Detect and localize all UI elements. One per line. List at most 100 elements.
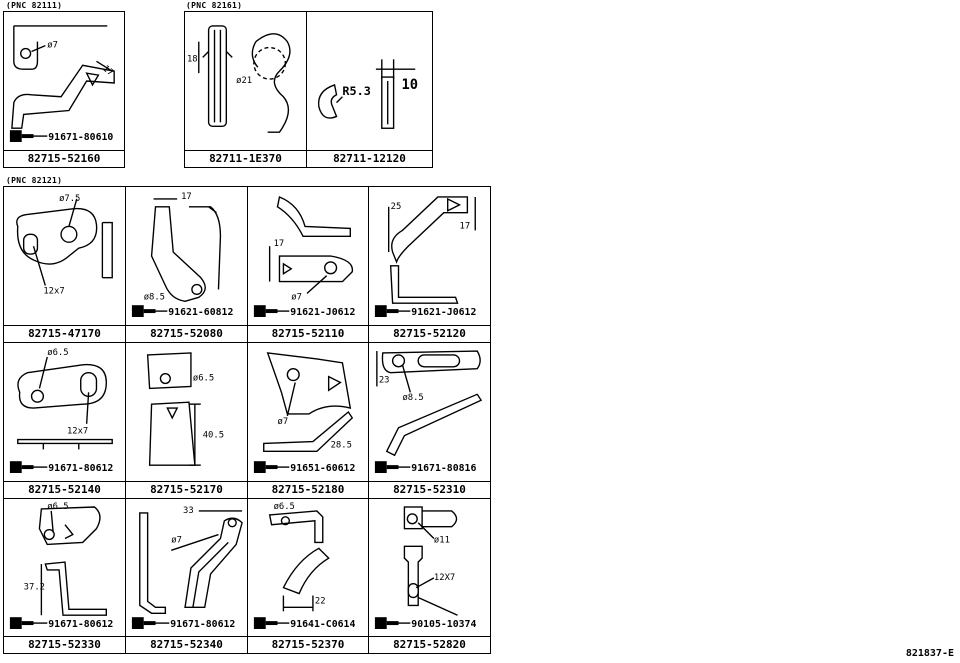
dimension-label: 12x7 (67, 427, 88, 437)
bolt-part-number: 91621-60812 (168, 307, 233, 318)
bracket-drawing: 23 ø8.5 91671-80816 (374, 350, 483, 474)
bolt-part-number: 91651-60612 (290, 463, 355, 474)
bolt-part-number: 91621-J0612 (411, 307, 476, 318)
dimension-label: 10 (401, 77, 418, 93)
dimension-label: ø6.5 (193, 374, 214, 384)
part-number: 82715-52820 (369, 636, 490, 653)
bracket-drawing: 25 17 91621-J0612 (374, 196, 476, 318)
part-number: 82711-12120 (307, 150, 432, 167)
bolt-icon (131, 305, 156, 317)
dimension-label: 17 (460, 221, 471, 231)
part-cell[interactable]: 17 ø7 91621-J0612 82715-52110 (247, 186, 369, 343)
dimension-label: R5.3 (342, 84, 370, 98)
bolt-part-number: 91671-80612 (48, 619, 113, 630)
dimension-label: ø6.5 (274, 502, 295, 512)
bolt-part-number: 91671-80610 (48, 132, 113, 143)
part-number: 82715-52370 (248, 636, 368, 653)
dimension-label: ø7 (171, 535, 182, 545)
bracket-drawing: ø7 28.5 91651-60612 (253, 352, 355, 474)
bolt-icon (253, 461, 278, 473)
part-cell[interactable]: 23 ø8.5 91671-80816 82715-52310 (368, 342, 491, 499)
bolt-icon (374, 617, 399, 629)
clamp-drawing: 18 ø21 (187, 25, 291, 133)
dimension-label: 23 (379, 375, 390, 385)
part-cell[interactable]: 17 ø8.5 91621-60812 82715-52080 (125, 186, 248, 343)
part-cell[interactable]: ø6.5 12x7 91671-80612 82715-52140 (3, 342, 126, 499)
dimension-label: ø8.5 (402, 393, 423, 403)
bolt-icon (131, 617, 156, 629)
dimension-label: ø7 (278, 417, 289, 427)
bolt-icon (374, 305, 399, 317)
bolt-part-number: 91671-80612 (170, 619, 235, 630)
bracket-drawing: ø6.5 37.2 91671-80612 (9, 502, 113, 630)
dimension-label: 17 (100, 64, 115, 79)
dimension-label: 37.2 (24, 583, 45, 593)
dimension-label: 22 (315, 596, 326, 606)
part-number: 82715-52110 (248, 325, 368, 342)
part-cell[interactable]: ø6.5 22 91641-C0614 82715-52370 (247, 498, 369, 654)
bolt-part-number: 91671-80612 (48, 463, 113, 474)
bolt-icon (9, 461, 34, 473)
part-number: 82715-52160 (4, 150, 124, 167)
bolt-icon (253, 305, 278, 317)
clip-drawing: R5.3 10 (317, 59, 418, 129)
figure-reference: 821837-E (905, 648, 954, 659)
part-cell[interactable]: ø11 12X7 90105-10374 82715-52820 (368, 498, 491, 654)
part-cell[interactable]: ø6.5 37.2 91671-80612 82715-52330 (3, 498, 126, 654)
dimension-label: ø11 (434, 535, 450, 545)
dimension-label: 25 (391, 202, 402, 212)
part-number: 82715-52080 (126, 325, 247, 342)
bracket-drawing: 17 ø8.5 91621-60812 (131, 192, 233, 318)
part-number: 82715-52330 (4, 636, 125, 653)
part-number: 82711-1E370 (185, 150, 306, 167)
part-number: 82715-52120 (369, 325, 490, 342)
bracket-drawing: 33 ø7 91671-80612 (131, 506, 243, 630)
bracket-drawing: ø7.5 12x7 (16, 194, 113, 296)
dimension-label: ø7.5 (59, 194, 80, 204)
dimension-label: ø21 (236, 76, 252, 86)
section-label-82121: (PNC 82121) (6, 176, 63, 185)
part-number: 82715-47170 (4, 325, 125, 342)
part-cell[interactable]: ø6.5 40.5 82715-52170 (125, 342, 248, 499)
dimension-label: 17 (274, 239, 285, 249)
dimension-label: 18 (187, 54, 198, 64)
dimension-label: 12X7 (434, 573, 455, 583)
bolt-part-number: 91671-80816 (411, 463, 476, 474)
dimension-label: ø6.5 (47, 502, 68, 512)
bracket-drawing: ø7 17 91671-80610 (9, 25, 115, 143)
dimension-label: 28.5 (331, 440, 352, 450)
section-label-82111: (PNC 82111) (6, 1, 63, 10)
part-number: 82715-52140 (4, 481, 125, 498)
dimension-label: ø7 (291, 292, 302, 302)
part-cell[interactable]: 33 ø7 91671-80612 82715-52340 (125, 498, 248, 654)
part-cell[interactable]: ø7.5 12x7 82715-47170 (3, 186, 126, 343)
bracket-drawing: ø11 12X7 90105-10374 (374, 506, 476, 630)
bolt-part-number: 90105-10374 (411, 619, 476, 630)
part-cell[interactable]: ø7 17 91671-80610 82715-52160 (3, 11, 125, 168)
part-cell[interactable]: R5.3 10 82711-12120 (306, 11, 433, 168)
dimension-label: ø6.5 (47, 348, 68, 358)
section-label-82161: (PNC 82161) (186, 1, 243, 10)
bolt-part-number: 91641-C0614 (290, 619, 355, 630)
dimension-label: 17 (181, 192, 192, 202)
part-cell[interactable]: ø7 28.5 91651-60612 82715-52180 (247, 342, 369, 499)
part-number: 82715-52180 (248, 481, 368, 498)
bracket-drawing: ø6.5 22 91641-C0614 (253, 502, 355, 630)
part-number: 82715-52340 (126, 636, 247, 653)
dimension-label: 40.5 (203, 431, 224, 441)
dimension-label: ø7 (47, 41, 58, 51)
bolt-icon (9, 617, 34, 629)
bracket-drawing: ø6.5 12x7 91671-80612 (9, 348, 113, 474)
bracket-drawing: 17 ø7 91621-J0612 (253, 196, 355, 318)
part-cell[interactable]: 18 ø21 82711-1E370 (184, 11, 307, 168)
dimension-label: 33 (183, 506, 194, 516)
part-number: 82715-52170 (126, 481, 247, 498)
bracket-drawing: ø6.5 40.5 (146, 352, 224, 466)
bolt-icon (253, 617, 278, 629)
dimension-label: ø8.5 (144, 292, 165, 302)
part-cell[interactable]: 25 17 91621-J0612 82715-52120 (368, 186, 491, 343)
dimension-label: 12x7 (43, 286, 64, 296)
bolt-icon (374, 461, 399, 473)
part-number: 82715-52310 (369, 481, 490, 498)
bolt-icon (9, 130, 34, 142)
